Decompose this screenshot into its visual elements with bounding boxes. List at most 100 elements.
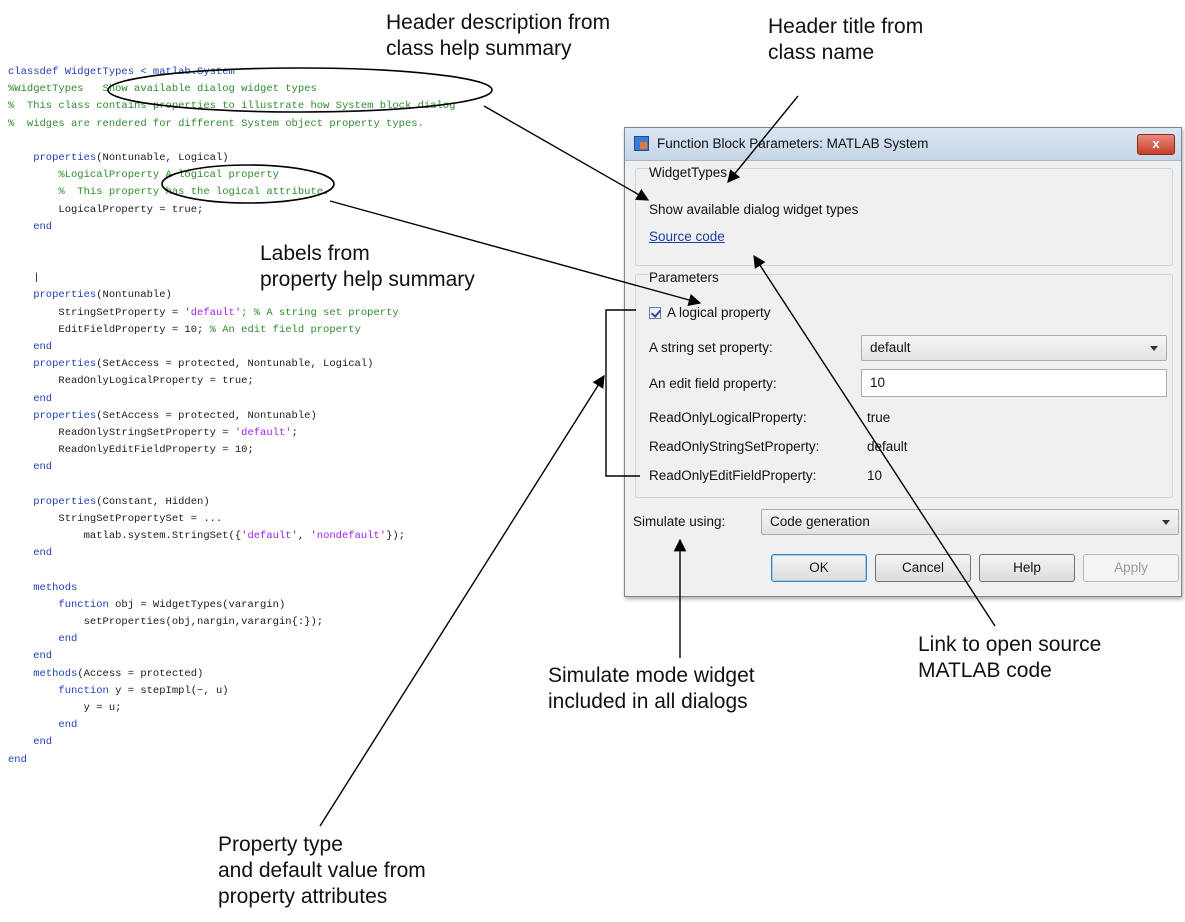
edit-field-label: An edit field property: [649, 376, 777, 391]
code-token: properties [8, 151, 97, 164]
code-line: end [8, 631, 648, 648]
code-token: 'default' [241, 530, 298, 543]
code-token: properties [8, 358, 97, 371]
header-title: WidgetTypes [649, 165, 728, 180]
parameters-title: Parameters [649, 270, 719, 285]
code-token: ReadOnlyLogicalProperty = true; [8, 375, 254, 388]
code-line: properties(Nontunable) [8, 287, 648, 304]
code-line: | [8, 270, 648, 287]
code-line: %WidgetTypes Show available dialog widge… [8, 81, 648, 98]
code-token: function [8, 684, 109, 697]
code-token: y = stepImpl(~, u) [108, 684, 229, 697]
code-token: end [8, 461, 53, 474]
simulate-using-dropdown[interactable]: Code generation [761, 509, 1179, 535]
code-token: StringSetPropertySet = ... [8, 512, 223, 525]
code-token: | [8, 272, 40, 285]
code-token: (Access = protected) [77, 667, 204, 680]
code-token: (Constant, Hidden) [96, 495, 210, 508]
edit-field-value: 10 [870, 375, 886, 390]
dialog-title: Function Block Parameters: MATLAB System [657, 136, 929, 151]
code-token: 'default' [184, 306, 242, 319]
code-line [8, 477, 648, 494]
code-line: end [8, 648, 648, 665]
code-token: end [8, 719, 78, 732]
annotation-link: Link to open source MATLAB code [918, 633, 1102, 682]
annotation-header-title: Header title from class name [768, 15, 924, 64]
readonly-logical-value: true [867, 410, 891, 425]
code-token: obj = WidgetTypes(varargin) [108, 598, 286, 611]
code-token: % This class contains properties to illu… [8, 100, 456, 113]
code-token: ; [291, 426, 298, 439]
code-token: end [8, 547, 53, 560]
source-code-link[interactable]: Source code [649, 229, 725, 244]
code-token: y = u; [8, 701, 122, 714]
code-token: end [8, 220, 53, 233]
code-line: % This property has the logical attribut… [8, 184, 648, 201]
code-token: }); [386, 530, 405, 543]
simulate-using-value: Code generation [770, 514, 870, 529]
code-token: % widges are rendered for different Syst… [8, 117, 424, 130]
code-line: end [8, 391, 648, 408]
code-token: StringSetProperty = [8, 306, 185, 319]
code-token: (Nontunable, Logical) [96, 151, 229, 164]
code-line: end [8, 219, 648, 236]
code-line: classdef WidgetTypes < matlab.System [8, 64, 648, 81]
dropdown-arrow-icon [1150, 346, 1158, 351]
code-line: % This class contains properties to illu… [8, 98, 648, 115]
code-line: StringSetProperty = 'default'; % A strin… [8, 305, 648, 322]
ok-button[interactable]: OK [771, 554, 867, 582]
code-line: end [8, 752, 648, 769]
code-line: properties(SetAccess = protected, Nontun… [8, 356, 648, 373]
code-line: end [8, 459, 648, 476]
code-token: end [8, 633, 78, 646]
code-line: properties(Nontunable, Logical) [8, 150, 648, 167]
string-set-dropdown[interactable]: default [861, 335, 1167, 361]
code-line: properties(Constant, Hidden) [8, 494, 648, 511]
readonly-editfield-label: ReadOnlyEditFieldProperty: [649, 468, 817, 483]
code-line: % widges are rendered for different Syst… [8, 116, 648, 133]
code-token: % An edit field property [209, 323, 361, 336]
code-line: setProperties(obj,nargin,varargin{:}); [8, 614, 648, 631]
help-button[interactable]: Help [979, 554, 1075, 582]
code-token: ReadOnlyEditFieldProperty = 10; [8, 444, 254, 457]
simulink-block-icon [634, 136, 649, 151]
edit-field-input[interactable]: 10 [861, 369, 1167, 397]
code-line: LogicalProperty = true; [8, 202, 648, 219]
annotation-header-description: Header description from class help summa… [386, 11, 611, 60]
code-token: , [297, 530, 311, 543]
readonly-stringset-value: default [867, 439, 908, 454]
header-description: Show available dialog widget types [649, 202, 859, 217]
code-token: (Nontunable) [96, 289, 172, 302]
function-block-parameters-dialog: Function Block Parameters: MATLAB System… [624, 127, 1182, 597]
code-token: ; % A string set property [241, 306, 399, 319]
cancel-button[interactable]: Cancel [875, 554, 971, 582]
readonly-stringset-label: ReadOnlyStringSetProperty: [649, 439, 820, 454]
code-token: properties [8, 409, 97, 422]
code-line: function obj = WidgetTypes(varargin) [8, 597, 648, 614]
code-line: EditFieldProperty = 10; % An edit field … [8, 322, 648, 339]
code-token: ReadOnlyStringSetProperty = [8, 426, 235, 439]
code-token: EditFieldProperty = 10; [8, 323, 210, 336]
code-line: function y = stepImpl(~, u) [8, 683, 648, 700]
dropdown-arrow-icon [1162, 520, 1170, 525]
logical-property-checkbox[interactable] [649, 307, 661, 319]
code-line: %LogicalProperty A logical property [8, 167, 648, 184]
dialog-titlebar[interactable]: Function Block Parameters: MATLAB System… [625, 128, 1181, 161]
code-line: ReadOnlyEditFieldProperty = 10; [8, 442, 648, 459]
string-set-value: default [870, 340, 911, 355]
annotation-property-type: Property type and default value from pro… [218, 833, 426, 908]
close-button[interactable]: x [1137, 134, 1175, 155]
code-token: end [8, 753, 27, 766]
apply-button[interactable]: Apply [1083, 554, 1179, 582]
code-token: (SetAccess = protected, Nontunable) [96, 409, 317, 422]
code-token: (SetAccess = protected, Nontunable, Logi… [96, 358, 374, 371]
code-token: % This property has the logical attribut… [8, 186, 330, 199]
code-token: 'nondefault' [310, 530, 387, 543]
code-line: StringSetPropertySet = ... [8, 511, 648, 528]
code-token: properties [8, 289, 97, 302]
readonly-editfield-value: 10 [867, 468, 883, 483]
logical-property-checkbox-row[interactable]: A logical property [649, 305, 771, 320]
code-line [8, 133, 648, 150]
code-token: end [8, 736, 53, 749]
code-line: end [8, 734, 648, 751]
